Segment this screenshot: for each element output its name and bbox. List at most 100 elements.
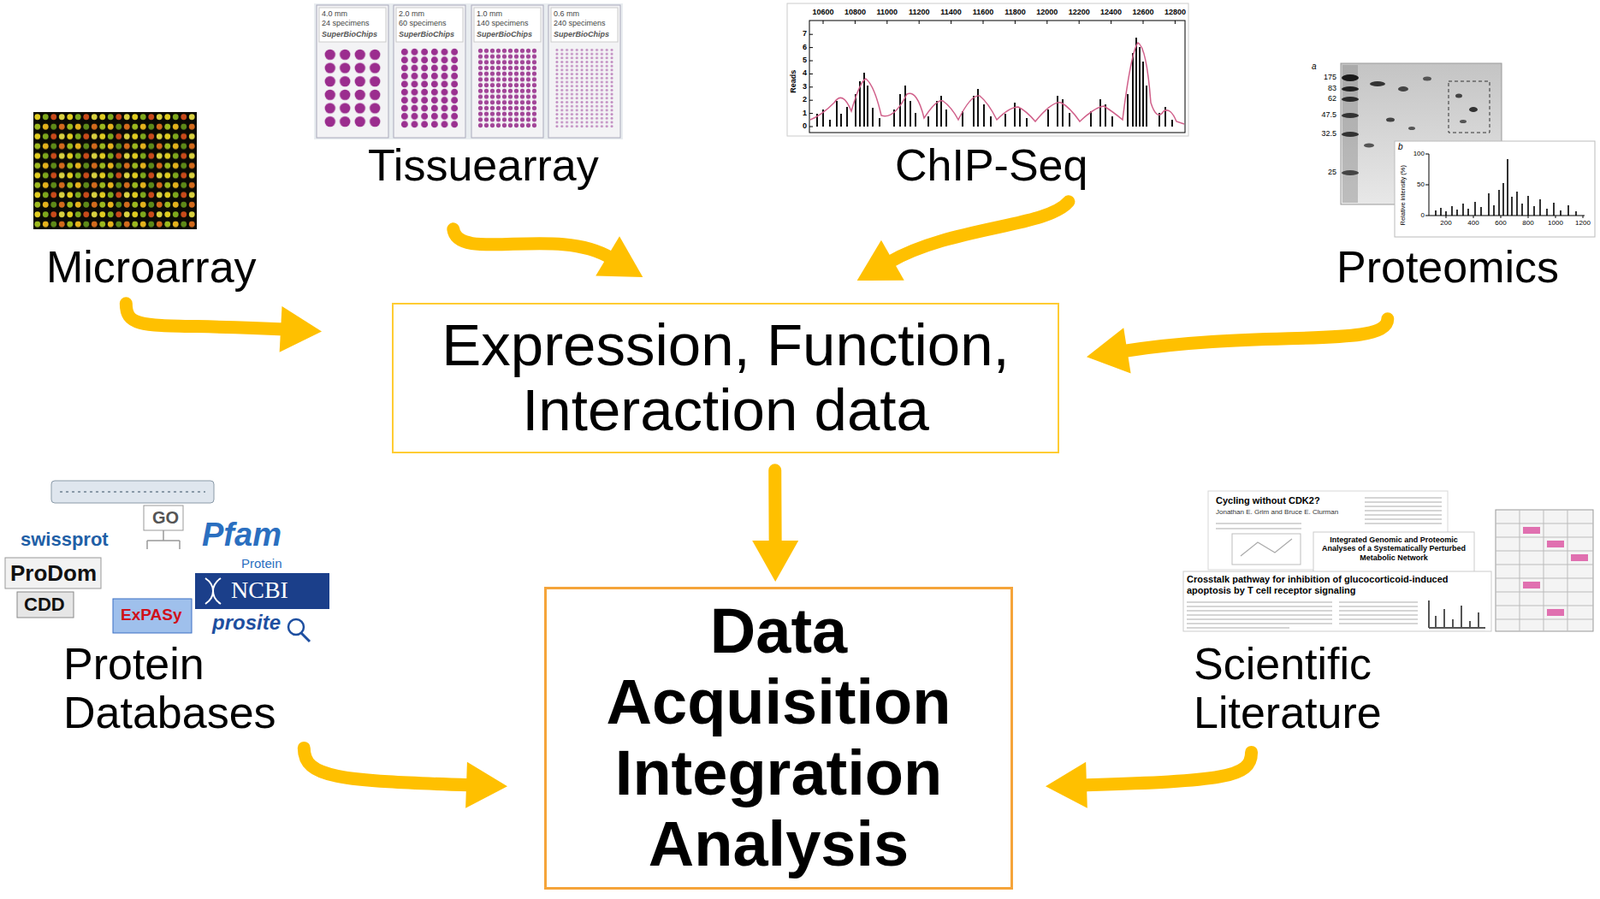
chip-panel bbox=[787, 3, 1189, 137]
axis-tick: 12000 bbox=[1036, 7, 1058, 17]
paper-page bbox=[1183, 571, 1492, 632]
microarray-slide bbox=[33, 112, 197, 230]
paper-bar-chart bbox=[1428, 600, 1486, 629]
gel-band bbox=[1341, 131, 1359, 137]
gel-band bbox=[1341, 96, 1359, 102]
mass-marker: 32.5 bbox=[1321, 129, 1337, 138]
db-logo: ExPASy bbox=[120, 605, 182, 625]
mass-marker: 175 bbox=[1323, 72, 1337, 82]
db-logo: Pfam bbox=[201, 516, 282, 555]
flow-arrow bbox=[857, 201, 1069, 281]
axis-tick: 800 bbox=[1522, 219, 1534, 227]
slide-label-area bbox=[551, 7, 618, 42]
arrow-head bbox=[1086, 327, 1132, 374]
axis-tick: 4 bbox=[802, 68, 807, 78]
arrow-shaft bbox=[1083, 752, 1252, 786]
arrow-shaft bbox=[125, 303, 285, 330]
paper-title: Crosstalk pathway for inhibition of gluc… bbox=[1186, 574, 1487, 596]
axis-tick: 0 bbox=[1421, 211, 1425, 220]
db-logo: ProDom bbox=[10, 561, 97, 587]
db-logo: CDD bbox=[23, 593, 66, 616]
paper-text-lines bbox=[1186, 602, 1418, 629]
go-box bbox=[143, 505, 184, 531]
paper-figure-panel bbox=[1495, 509, 1594, 632]
tissue-background bbox=[314, 3, 623, 140]
db-banner-dots bbox=[59, 491, 206, 493]
tissue-slide bbox=[471, 5, 544, 138]
slide-label-area bbox=[319, 7, 386, 42]
ms-panel bbox=[1394, 141, 1595, 238]
marker-lane bbox=[1342, 65, 1358, 203]
paper-title: Integrated Genomic and Proteomic Analyse… bbox=[1321, 535, 1467, 563]
slide-label-area bbox=[396, 7, 463, 42]
source-caption: Proteomics bbox=[1336, 242, 1559, 294]
tissue-slide bbox=[393, 5, 466, 138]
tissue-slide bbox=[548, 5, 621, 138]
axis-tick: 50 bbox=[1416, 180, 1425, 189]
paper-figure-line bbox=[1240, 539, 1292, 557]
slide-brand: SuperBioChips bbox=[321, 29, 378, 39]
gel-band bbox=[1341, 74, 1359, 82]
flow-arrow bbox=[125, 303, 322, 353]
arrow-head bbox=[1045, 762, 1088, 809]
tissue-cores bbox=[554, 47, 615, 129]
flow-arrow bbox=[1086, 319, 1388, 374]
axis-tick: 11200 bbox=[908, 7, 931, 17]
axis-tick: 2 bbox=[802, 94, 807, 104]
panel-grid bbox=[1495, 509, 1594, 632]
panel-mark bbox=[1570, 554, 1589, 562]
axis-tick: 11600 bbox=[972, 7, 995, 17]
prosite-handle bbox=[301, 633, 310, 642]
axis-tick: 11800 bbox=[1004, 7, 1026, 17]
panel-mark bbox=[1522, 527, 1541, 534]
slide-count: 24 specimens bbox=[321, 18, 370, 28]
db-logo: swissprot bbox=[20, 528, 109, 551]
read-bars bbox=[817, 37, 1173, 127]
ms-axes bbox=[1425, 154, 1585, 219]
axis-tick: 12400 bbox=[1100, 7, 1122, 17]
data-box: Expression, Function, Interaction data bbox=[391, 302, 1060, 454]
arrow-head bbox=[857, 240, 905, 281]
node-text: Proteomics bbox=[1336, 242, 1559, 294]
source-caption: Scientific Literature bbox=[1193, 640, 1417, 738]
ms-peaks bbox=[1435, 159, 1577, 216]
panel-letter: b bbox=[1398, 142, 1404, 153]
slide-brand: SuperBioChips bbox=[398, 29, 455, 39]
axis-tick: 600 bbox=[1494, 219, 1506, 227]
mass-marker: 25 bbox=[1327, 167, 1337, 177]
gel-spot bbox=[1369, 81, 1386, 87]
node-text: Tissuearray bbox=[367, 140, 599, 192]
source-caption: Tissuearray bbox=[367, 140, 599, 192]
paper-title: Cycling without CDK2? bbox=[1215, 495, 1321, 507]
db-banner bbox=[51, 480, 214, 504]
mass-marker: 47.5 bbox=[1321, 110, 1337, 119]
analysis-box: Data Acquisition Integration Analysis bbox=[544, 586, 1014, 890]
arrow-head bbox=[465, 762, 508, 809]
source-caption: Protein Databases bbox=[63, 640, 312, 738]
axis-tick: 10600 bbox=[811, 7, 834, 17]
axis-tick: 1000 bbox=[1547, 219, 1564, 227]
db-logo: prosite bbox=[212, 610, 281, 635]
axis-tick: 10800 bbox=[844, 7, 866, 17]
gel-band bbox=[1341, 170, 1359, 176]
flow-arrow bbox=[303, 747, 508, 808]
slide-brand: SuperBioChips bbox=[553, 29, 610, 39]
cdd-box bbox=[17, 592, 74, 618]
node-text: Protein Databases bbox=[63, 640, 312, 738]
panel-mark bbox=[1546, 609, 1565, 617]
tissue-slide bbox=[316, 5, 389, 138]
peak-curve bbox=[810, 42, 1185, 125]
slide-size: 4.0 mm bbox=[321, 9, 348, 18]
db-logo: GO bbox=[152, 508, 179, 528]
axis-tick: 12800 bbox=[1164, 7, 1186, 17]
arrow-head bbox=[752, 540, 799, 582]
slide-count: 140 specimens bbox=[476, 18, 529, 28]
mass-marker: 83 bbox=[1327, 83, 1337, 93]
arrow-shaft bbox=[889, 201, 1069, 262]
gel-band bbox=[1341, 112, 1359, 119]
gel-spot bbox=[1469, 106, 1478, 113]
gel-spot bbox=[1386, 118, 1395, 123]
axis-title: Relative intensity (%) bbox=[1399, 165, 1408, 226]
ncbi-helix bbox=[205, 578, 221, 605]
slide-label-area bbox=[474, 7, 541, 42]
